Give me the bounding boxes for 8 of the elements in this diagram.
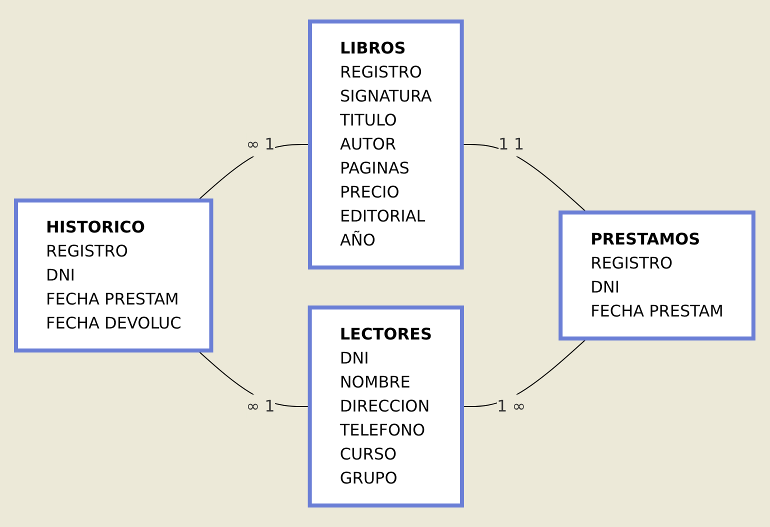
node-box [308, 20, 464, 270]
node-box [308, 306, 464, 508]
edge-label: ∞ 1 [246, 134, 276, 154]
node-box [558, 210, 756, 340]
edge-label: 1 ∞ [497, 396, 526, 416]
edge-label: ∞ 1 [246, 396, 276, 416]
node-box [14, 198, 214, 352]
edge-label: 1 1 [498, 134, 524, 154]
